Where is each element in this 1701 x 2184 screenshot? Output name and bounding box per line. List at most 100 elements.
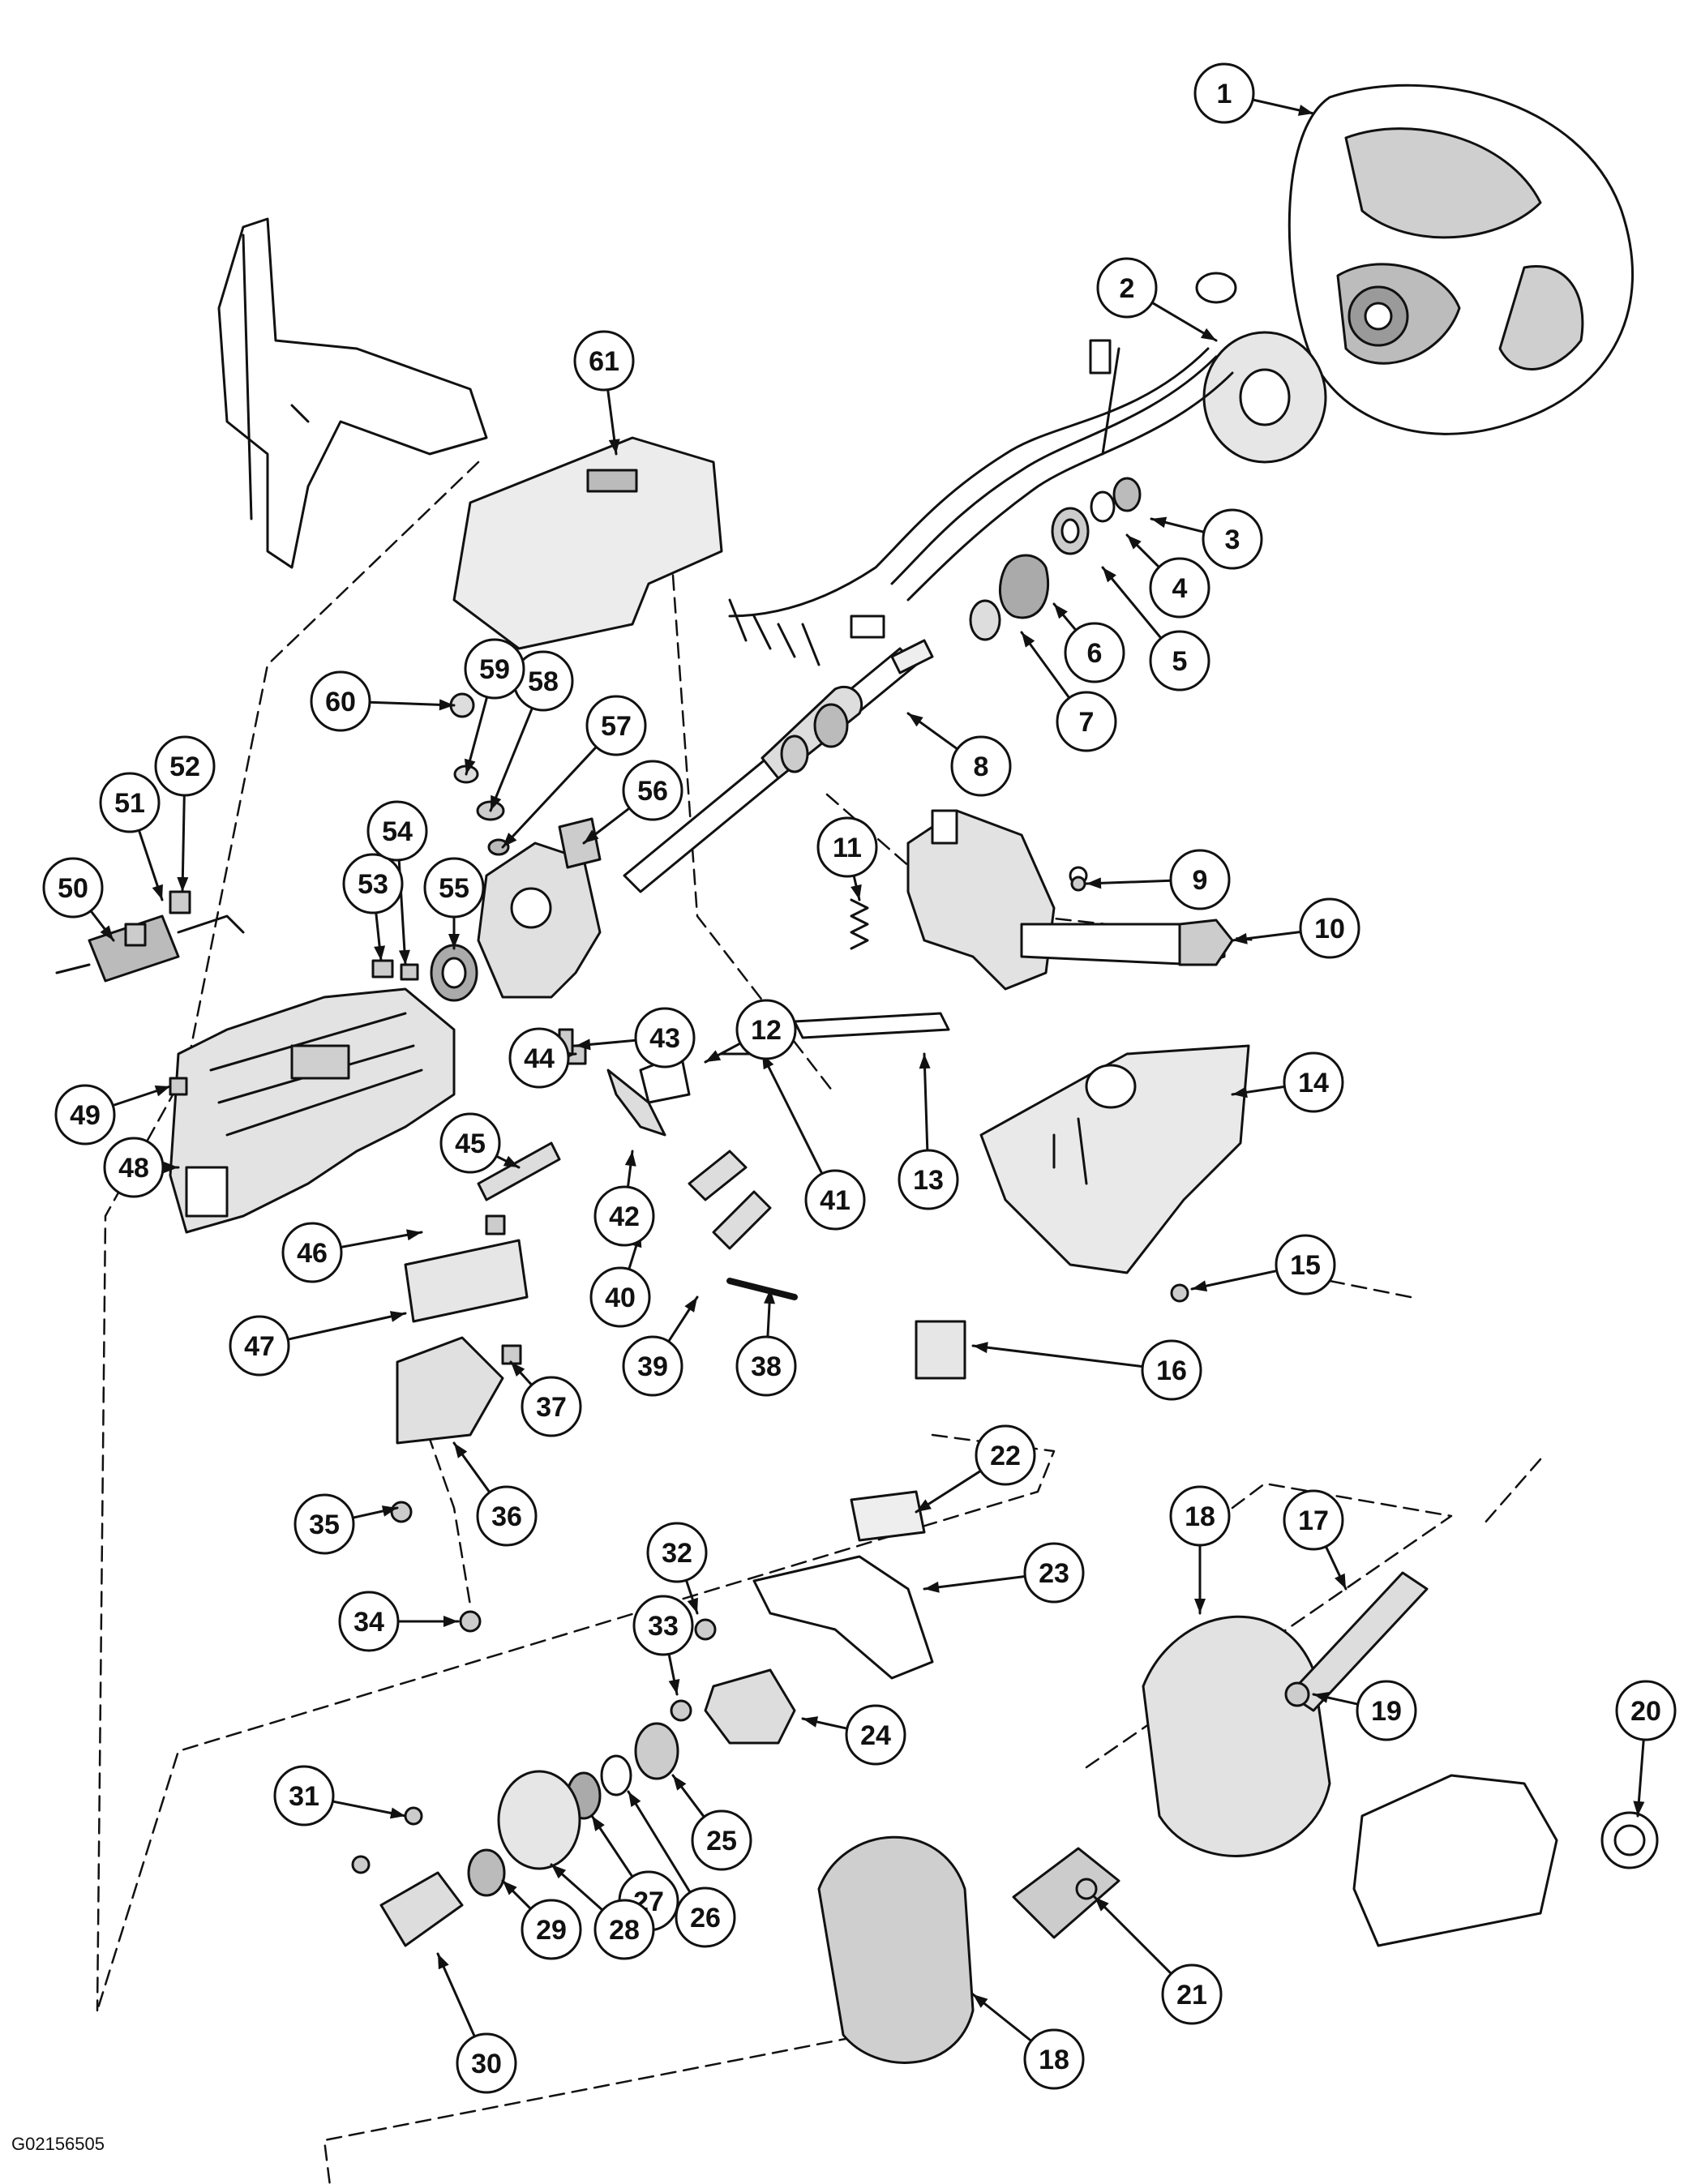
callout-39: 39 [622,1335,683,1397]
callout-59: 59 [464,638,525,700]
callout-number-31: 31 [289,1781,319,1812]
spring-29 [467,1848,506,1897]
leader-arrow-16 [973,1342,988,1354]
callout-number-54: 54 [382,816,413,847]
leader-arrow-49 [154,1086,170,1097]
callout-24: 24 [845,1704,906,1766]
callout-circle-21 [1161,1963,1223,2025]
callout-number-1: 1 [1217,79,1232,109]
callout-44: 44 [508,1027,570,1089]
leader-arrow-28 [551,1865,567,1879]
callout-number-61: 61 [589,346,619,377]
bolt-21 [1075,1878,1098,1900]
callout-circle-14 [1283,1051,1344,1113]
bracket-47 [404,1239,529,1323]
callout-number-55: 55 [439,873,469,904]
leader-arrow-24 [803,1716,819,1728]
callout-2: 2 [1096,257,1158,319]
callout-37: 37 [521,1376,582,1437]
column-boot-18-lower [817,1835,975,2064]
leader-arrow-23 [924,1581,940,1593]
callout-32: 32 [646,1522,708,1583]
leader-arrow-54 [398,949,410,965]
leader-arrow-38 [764,1289,776,1304]
callout-number-11: 11 [833,833,862,863]
callout-number-44: 44 [524,1043,555,1074]
callout-12: 12 [735,999,797,1060]
callout-circle-42 [593,1185,655,1247]
callout-number-6: 6 [1087,638,1103,669]
flange-24 [704,1668,796,1745]
leader-arrow-19 [1313,1692,1330,1703]
callout-number-33: 33 [648,1611,679,1642]
leader-line-58 [489,706,533,812]
callout-3: 3 [1202,508,1263,570]
callout-number-30: 30 [471,2049,502,2079]
callout-number-26: 26 [690,1903,721,1933]
callout-circle-40 [589,1266,651,1328]
screw-15 [1170,1283,1189,1303]
callout-circle-60 [310,670,371,732]
leader-line-52 [181,794,186,893]
steering-column-housing [169,987,456,1234]
intermediate-shaft [1288,1571,1429,1712]
callout-51: 51 [99,772,161,833]
callout-circle-10 [1299,897,1360,959]
callout-23: 23 [1023,1542,1085,1604]
column-boot-18-upper [1142,1615,1331,1857]
leader-line-41 [761,1052,824,1176]
callout-number-43: 43 [649,1023,680,1054]
leader-arrow-36 [454,1443,468,1458]
callout-number-41: 41 [820,1185,850,1216]
callout-circle-29 [521,1899,582,1960]
callout-26: 26 [675,1886,736,1948]
callout-number-24: 24 [860,1720,891,1751]
callout-number-20: 20 [1630,1696,1661,1727]
callout-number-13: 13 [913,1165,944,1196]
callout-circle-47 [229,1315,290,1377]
leader-arrow-43 [576,1038,591,1051]
callout-number-19: 19 [1371,1696,1402,1727]
leader-line-21 [1093,1895,1173,1976]
callout-21: 21 [1161,1963,1223,2025]
callout-circle-44 [508,1027,570,1089]
part-54 [400,963,419,981]
leader-arrow-2 [1200,328,1216,340]
nut-34 [459,1610,482,1633]
callout-circle-2 [1096,257,1158,319]
callout-50: 50 [42,857,104,919]
callout-35: 35 [293,1493,355,1555]
leader-arrow-39 [684,1297,697,1313]
leader-arrow-34 [443,1616,458,1627]
callout-number-25: 25 [706,1826,737,1856]
leader-arrow-4 [1127,535,1142,550]
callout-number-9: 9 [1193,865,1208,896]
callout-number-49: 49 [70,1100,101,1131]
callout-number-59: 59 [479,654,510,685]
housing-36 [396,1336,504,1445]
multifunction-switch [906,809,1234,991]
callout-6: 6 [1064,622,1125,683]
leader-arrow-52 [177,876,189,892]
leader-arrow-59 [464,758,476,774]
leader-arrow-55 [448,934,460,949]
lower-steering-column-shroud [979,1044,1250,1274]
callout-60: 60 [310,670,371,732]
leader-arrow-30 [438,1954,449,1970]
lock-actuator-55 [430,944,478,1002]
callout-circle-59 [464,638,525,700]
coupling-30 [379,1871,464,1947]
leader-arrow-48 [164,1162,178,1173]
leader-arrow-5 [1103,567,1116,583]
callout-number-45: 45 [455,1128,486,1159]
callout-circle-11 [816,816,878,878]
callout-number-51: 51 [114,788,145,819]
callout-number-28: 28 [609,1915,640,1946]
callout-circle-7 [1056,691,1117,752]
callout-49: 49 [54,1084,116,1146]
callout-number-56: 56 [637,776,668,807]
leader-arrow-13 [919,1054,931,1069]
callout-56: 56 [622,760,683,821]
callout-7: 7 [1056,691,1117,752]
